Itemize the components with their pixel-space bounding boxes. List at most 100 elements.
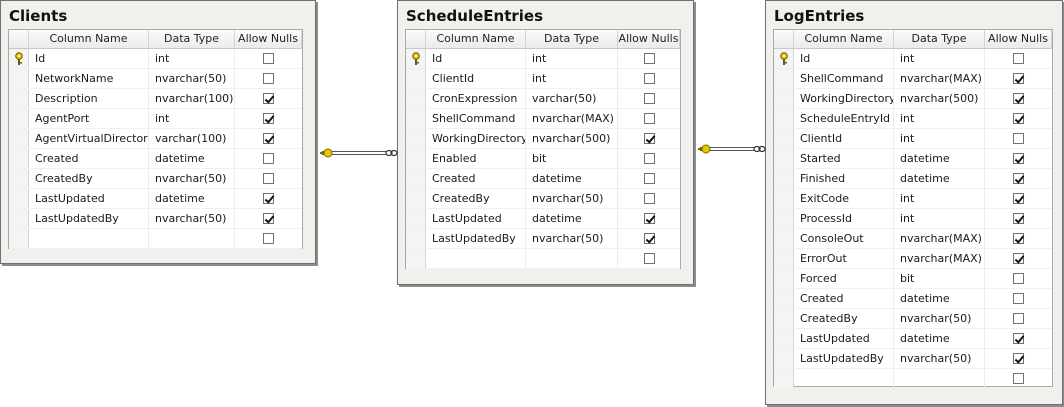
column-name-cell[interactable]: ShellCommand (426, 109, 526, 128)
column-name-cell[interactable]: Finished (794, 169, 894, 188)
row-selector[interactable] (774, 269, 794, 288)
allow-nulls-checkbox-checked[interactable] (1013, 193, 1024, 204)
row-selector[interactable] (9, 229, 29, 248)
allow-nulls-checkbox-checked[interactable] (263, 93, 274, 104)
row-selector[interactable] (9, 149, 29, 168)
data-type-cell[interactable]: nvarchar(50) (894, 309, 985, 328)
row-selector[interactable] (9, 69, 29, 88)
data-type-cell[interactable]: nvarchar(MAX) (894, 249, 985, 268)
row-selector[interactable] (774, 109, 794, 128)
row-selector[interactable] (9, 109, 29, 128)
data-type-header[interactable]: Data Type (526, 30, 618, 48)
allow-nulls-checkbox-checked[interactable] (1013, 73, 1024, 84)
data-type-cell[interactable]: datetime (149, 189, 235, 208)
column-name-cell[interactable]: CreatedBy (426, 189, 526, 208)
column-name-cell[interactable]: WorkingDirectory (794, 89, 894, 108)
column-name-cell[interactable]: NetworkName (29, 69, 149, 88)
data-type-cell[interactable]: nvarchar(50) (149, 169, 235, 188)
data-type-cell[interactable]: int (894, 109, 985, 128)
allow-nulls-checkbox-checked[interactable] (1013, 353, 1024, 364)
row-selector[interactable] (774, 129, 794, 148)
row-selector[interactable] (406, 89, 426, 108)
allow-nulls-checkbox-checked[interactable] (1013, 233, 1024, 244)
column-name-cell[interactable]: Id (426, 49, 526, 68)
allow-nulls-checkbox[interactable] (643, 173, 655, 184)
column-name-cell[interactable]: CreatedBy (794, 309, 894, 328)
data-type-cell[interactable]: int (894, 129, 985, 148)
row-selector[interactable] (9, 209, 29, 228)
row-selector[interactable] (406, 49, 426, 68)
data-type-cell[interactable]: datetime (894, 289, 985, 308)
row-selector[interactable] (406, 229, 426, 248)
row-selector[interactable] (774, 289, 794, 308)
row-selector[interactable] (774, 89, 794, 108)
column-name-cell[interactable]: Id (29, 49, 149, 68)
column-name-cell[interactable]: AgentVirtualDirectory (29, 129, 149, 148)
allow-nulls-checkbox[interactable] (263, 73, 274, 84)
allow-nulls-header[interactable]: Allow Nulls (985, 30, 1052, 48)
allow-nulls-checkbox-checked[interactable] (1013, 113, 1024, 124)
column-name-cell[interactable]: ClientId (426, 69, 526, 88)
allow-nulls-checkbox-checked[interactable] (1013, 93, 1024, 104)
data-type-cell[interactable]: nvarchar(50) (149, 69, 235, 88)
row-selector[interactable] (774, 189, 794, 208)
data-type-cell[interactable]: varchar(50) (526, 89, 618, 108)
row-selector[interactable] (774, 209, 794, 228)
new-column-row[interactable] (406, 249, 680, 269)
column-name-cell[interactable]: LastUpdated (29, 189, 149, 208)
row-selector-header[interactable] (9, 30, 29, 48)
allow-nulls-checkbox-checked[interactable] (1013, 333, 1024, 344)
column-name-cell[interactable]: LastUpdatedBy (29, 209, 149, 228)
column-name-cell[interactable] (29, 229, 149, 248)
row-selector[interactable] (9, 189, 29, 208)
column-name-cell[interactable]: Started (794, 149, 894, 168)
column-name-cell[interactable]: Description (29, 89, 149, 108)
allow-nulls-checkbox[interactable] (643, 53, 655, 64)
column-name-cell[interactable]: CreatedBy (29, 169, 149, 188)
data-type-cell[interactable]: nvarchar(50) (149, 209, 235, 228)
allow-nulls-checkbox-checked[interactable] (263, 113, 274, 124)
data-type-cell[interactable]: datetime (894, 149, 985, 168)
data-type-cell[interactable]: bit (526, 149, 618, 168)
relationship-clients-schedule-entries[interactable] (316, 143, 398, 163)
column-name-cell[interactable]: ErrorOut (794, 249, 894, 268)
data-type-cell[interactable]: nvarchar(MAX) (894, 69, 985, 88)
relationship-schedule-entries-log-entries[interactable] (694, 139, 766, 159)
allow-nulls-checkbox-checked[interactable] (1013, 173, 1024, 184)
allow-nulls-checkbox[interactable] (643, 113, 655, 124)
allow-nulls-header[interactable]: Allow Nulls (618, 30, 680, 48)
data-type-cell[interactable]: datetime (894, 329, 985, 348)
data-type-cell[interactable]: nvarchar(MAX) (894, 229, 985, 248)
data-type-cell[interactable]: datetime (526, 209, 618, 228)
data-type-cell[interactable]: varchar(100) (149, 129, 235, 148)
column-name-header[interactable]: Column Name (29, 30, 149, 48)
data-type-cell[interactable]: datetime (894, 169, 985, 188)
allow-nulls-checkbox[interactable] (1013, 293, 1024, 304)
allow-nulls-checkbox-checked[interactable] (1013, 213, 1024, 224)
